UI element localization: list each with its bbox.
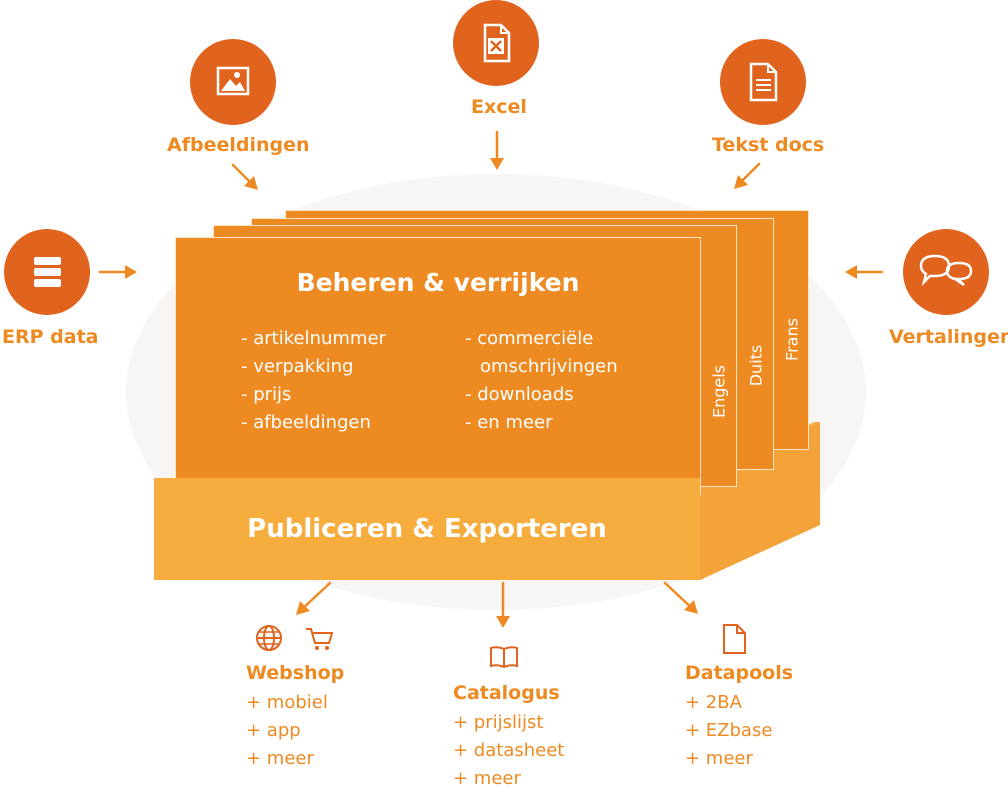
feature-item: - afbeeldingen [241, 412, 371, 433]
tekst-docs-circle [720, 39, 806, 125]
catalogus-title: Catalogus [453, 682, 560, 704]
list-item: + EZbase [685, 720, 773, 741]
cart-icon [306, 628, 334, 650]
database-icon [34, 257, 61, 287]
webshop-title: Webshop [246, 662, 345, 684]
list-item: + mobiel [246, 692, 328, 713]
list-item: + app [246, 720, 301, 741]
feature-item: omschrijvingen [480, 356, 618, 377]
main-card-title: Beheren & verrijken [296, 268, 580, 297]
document-icon [749, 62, 778, 102]
erp-label: ERP data [2, 326, 99, 348]
list-item: + prijslijst [453, 712, 544, 733]
feature-item: - verpakking [241, 356, 354, 377]
book-icon [490, 646, 518, 669]
publish-box-side [700, 422, 820, 580]
speech-bubbles-icon [919, 254, 973, 287]
datapools-title: Datapools [685, 662, 794, 684]
language-engels: Engels [709, 364, 729, 419]
afbeeldingen-label: Afbeeldingen [167, 134, 310, 156]
list-item: + datasheet [453, 740, 565, 761]
list-item: + 2BA [685, 692, 742, 713]
vertalingen-label: Vertalingen [889, 326, 1008, 348]
feature-item: - downloads [465, 384, 574, 405]
globe-icon [256, 625, 282, 651]
publish-title: Publiceren & Exporteren [247, 514, 607, 544]
vertalingen-circle [903, 229, 989, 315]
language-duits: Duits [746, 344, 766, 387]
feature-item: - commerciële [465, 328, 594, 349]
excel-file-icon [483, 23, 511, 63]
afbeeldingen-circle [190, 39, 276, 125]
list-item: + meer [246, 748, 314, 769]
image-icon [216, 66, 250, 96]
erp-circle [4, 229, 90, 315]
list-item: + meer [685, 748, 753, 769]
excel-circle [453, 0, 539, 86]
file-icon [723, 624, 746, 654]
list-item: + meer [453, 768, 521, 789]
language-frans: Frans [782, 318, 802, 361]
feature-item: - prijs [241, 384, 292, 405]
feature-item: - en meer [465, 412, 553, 433]
feature-item: - artikelnummer [241, 328, 386, 349]
publish-box-front [154, 478, 700, 580]
excel-label: Excel [471, 96, 527, 118]
tekst-docs-label: Tekst docs [712, 134, 825, 156]
